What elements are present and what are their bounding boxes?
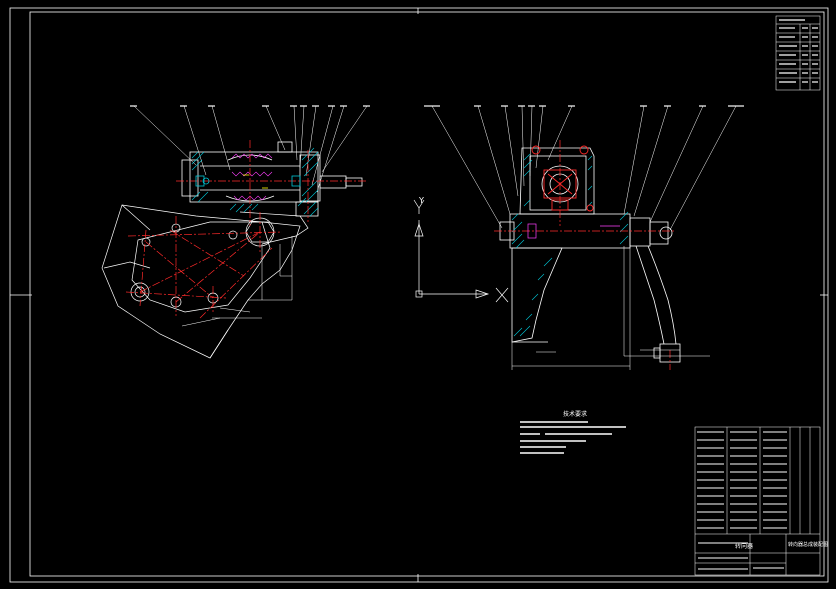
drawing-name: 转向器 — [735, 543, 754, 550]
sector-arm — [101, 204, 309, 359]
right-view — [424, 105, 744, 370]
left-view — [101, 105, 370, 359]
y-axis-label: Y — [419, 196, 424, 205]
sector-centerlines — [125, 212, 283, 319]
coordinate-axes — [413, 199, 509, 303]
title-block — [694, 426, 821, 576]
technical-requirements-heading: 技术要求 — [563, 411, 588, 418]
title-block-rows — [697, 431, 787, 570]
gear-bolts — [195, 175, 301, 187]
left-dimensions — [181, 236, 293, 327]
notes-lines — [520, 421, 626, 454]
left-view-leaders — [133, 105, 368, 193]
yellow-marks — [243, 174, 268, 189]
gear-axis — [176, 140, 366, 226]
right-view-leaders — [431, 105, 737, 231]
gear-teeth — [231, 153, 273, 201]
right-hatching — [511, 153, 629, 337]
gear-hatching — [191, 147, 319, 217]
part-title: 转向器总成装配图 — [788, 542, 829, 548]
right-axes — [494, 140, 676, 370]
revision-table — [775, 15, 821, 91]
right-dimensions — [511, 246, 710, 370]
right-housing — [499, 147, 681, 363]
right-magenta — [527, 223, 620, 239]
drawing-frame — [9, 7, 829, 583]
